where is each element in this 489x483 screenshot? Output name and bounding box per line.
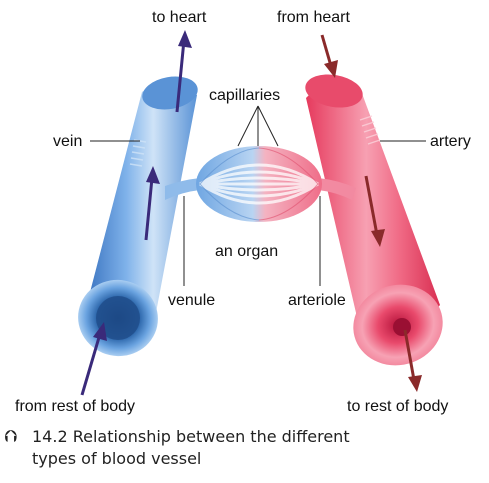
- capillary-bed: [196, 146, 322, 222]
- label-to-heart: to heart: [152, 10, 206, 26]
- label-an-organ: an organ: [215, 244, 278, 260]
- capillaries-leader: [238, 106, 278, 146]
- figure-caption: ⮉ 14.2 Relationship between the differen…: [32, 426, 350, 470]
- caption-line-2: types of blood vessel: [32, 448, 350, 470]
- label-from-heart: from heart: [277, 10, 350, 26]
- label-arteriole: arteriole: [288, 293, 346, 309]
- artery-tube: [303, 70, 452, 375]
- caption-line-1: 14.2 Relationship between the different: [32, 426, 350, 448]
- label-capillaries: capillaries: [209, 88, 280, 104]
- label-from-rest-of-body: from rest of body: [15, 399, 135, 415]
- vein-tube: [71, 72, 200, 363]
- label-artery: artery: [430, 134, 471, 150]
- label-vein: vein: [53, 134, 82, 150]
- caption-icon: ⮉: [4, 426, 17, 448]
- label-venule: venule: [168, 293, 215, 309]
- label-to-rest-of-body: to rest of body: [347, 399, 448, 415]
